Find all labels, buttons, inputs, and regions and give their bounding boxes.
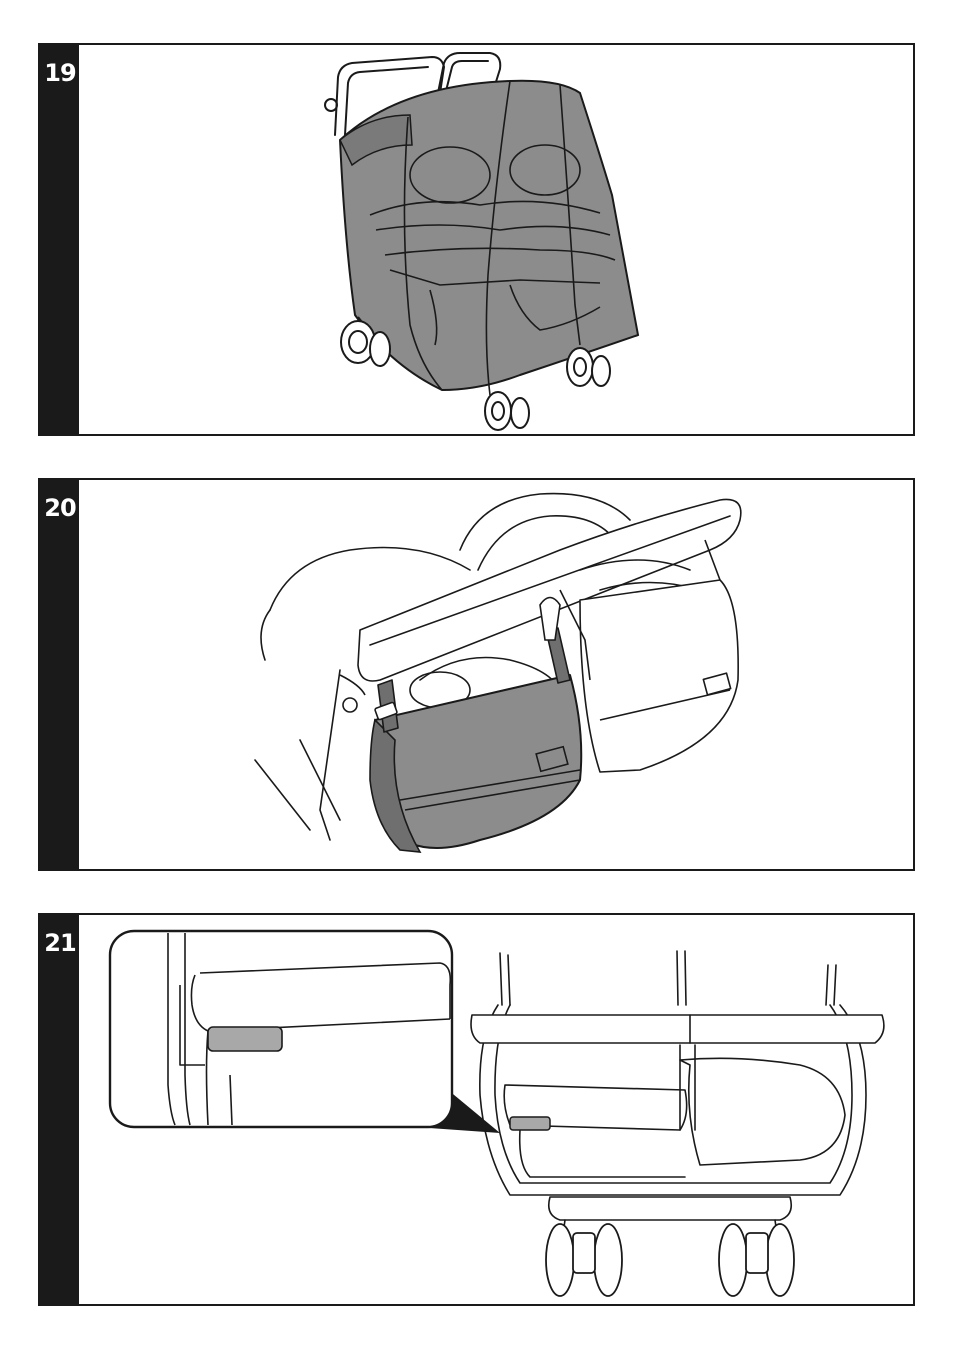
rain-cover-illustration: [40, 45, 913, 434]
bag-attach-illustration: [40, 480, 913, 869]
label-location-zoom: [208, 1027, 282, 1051]
label-location-illustration: [40, 915, 913, 1304]
step-21-panel: 21: [38, 913, 915, 1306]
label-location: [510, 1117, 550, 1130]
step-20-panel: 20: [38, 478, 915, 871]
step-19-panel: 19: [38, 43, 915, 436]
zoom-callout: [110, 931, 452, 1127]
